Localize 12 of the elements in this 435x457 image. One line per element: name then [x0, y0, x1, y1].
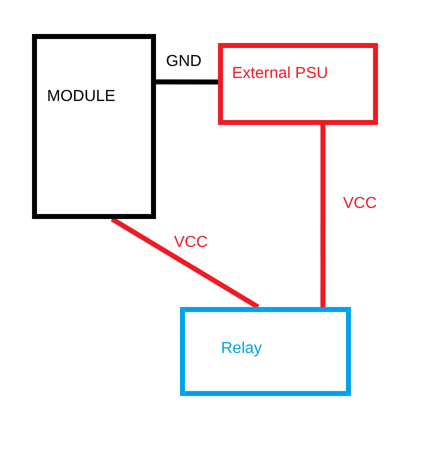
box-label: External PSU — [232, 65, 328, 83]
wire-label: GND — [166, 53, 202, 71]
wire — [320, 125, 326, 307]
wire-label: VCC — [343, 195, 377, 213]
box-label: Relay — [221, 340, 262, 358]
box-label: MODULE — [47, 88, 116, 106]
relay-box — [180, 307, 351, 396]
wire — [156, 79, 218, 85]
power-supply-box — [218, 43, 378, 125]
wire-label: VCC — [174, 234, 208, 252]
wire — [110, 216, 260, 310]
module-box — [32, 34, 156, 219]
